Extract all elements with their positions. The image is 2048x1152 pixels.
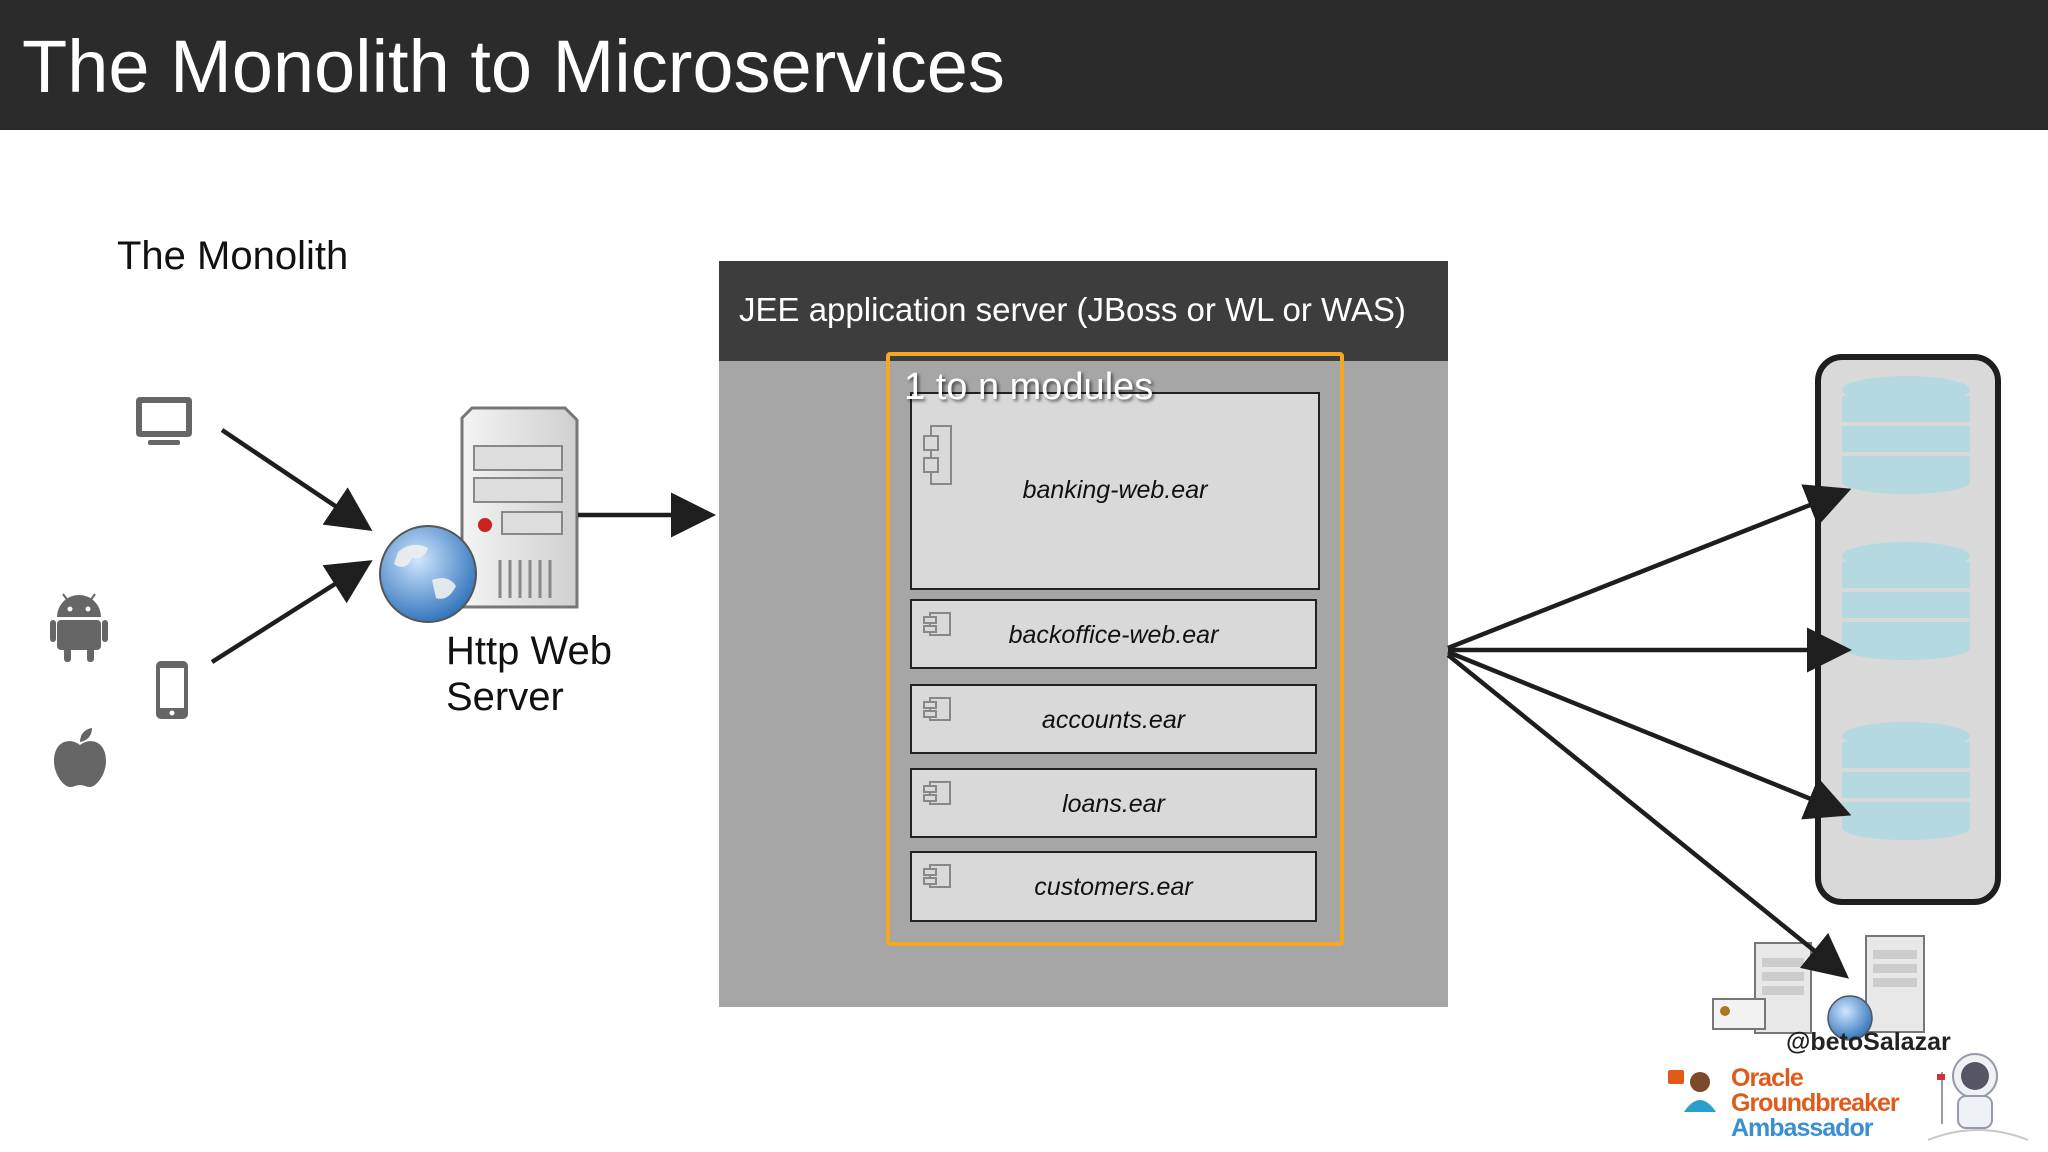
- arrow-app-server-to-database-1: [1447, 484, 1852, 651]
- mobile-phone-icon: [156, 661, 188, 719]
- module-label: banking-web.ear: [1022, 476, 1208, 504]
- badge-line-groundbreaker: Groundbreaker: [1731, 1089, 1900, 1117]
- monolith-label: The Monolith: [117, 234, 349, 278]
- module-box: customers.ear: [910, 851, 1317, 922]
- server-title: JEE application server (JBoss or WL or W…: [739, 291, 1406, 328]
- module-label: customers.ear: [1034, 873, 1193, 901]
- module-box: banking-web.ear: [910, 392, 1320, 590]
- author-handle: @betoSalazar: [1786, 1028, 1951, 1056]
- arrow-app-server-to-database-3: [1447, 649, 1852, 820]
- http-web-server-label: Http Web Server: [446, 629, 612, 719]
- title-bar: The Monolith to Microservices: [0, 0, 2048, 130]
- modules-label: 1 to n modules: [904, 366, 1154, 408]
- arrow-app-server-to-servers: [1446, 653, 1850, 979]
- android-icon: [50, 593, 108, 662]
- component-icon: [923, 781, 951, 805]
- module-label: loans.ear: [1062, 790, 1165, 818]
- database-icon: [1842, 376, 1970, 494]
- module-box: backoffice-web.ear: [910, 599, 1317, 669]
- component-icon: [923, 697, 951, 721]
- modules-frame: [886, 352, 1344, 946]
- server-title-bar: JEE application server (JBoss or WL or W…: [719, 261, 1448, 361]
- desktop-icon: [136, 397, 192, 445]
- slide-title: The Monolith to Microservices: [22, 25, 1005, 108]
- apple-icon: [54, 728, 106, 787]
- module-label: accounts.ear: [1041, 706, 1186, 734]
- database-icon: [1842, 722, 1970, 840]
- module-box: accounts.ear: [910, 684, 1317, 754]
- arrow-mobile-to-web-server: [210, 560, 373, 664]
- badge-line-ambassador: Ambassador: [1731, 1114, 1873, 1142]
- component-icon: [923, 425, 952, 485]
- component-icon: [923, 612, 951, 636]
- component-icon: [923, 864, 951, 888]
- module-box: loans.ear: [910, 768, 1317, 838]
- database-icon: [1842, 542, 1970, 660]
- module-label: backoffice-web.ear: [1008, 621, 1219, 649]
- badge-line-oracle: Oracle: [1731, 1064, 1804, 1092]
- arrow-desktop-to-web-server: [220, 428, 373, 532]
